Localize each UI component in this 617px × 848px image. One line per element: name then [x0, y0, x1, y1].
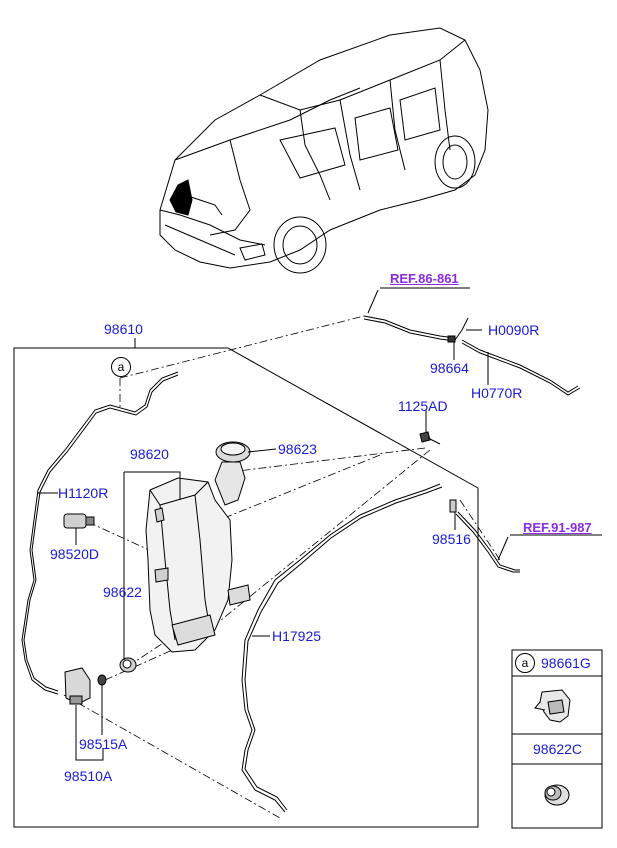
hose-lines — [21, 315, 581, 813]
part-label-98664: 98664 — [430, 360, 469, 376]
part-label-98516: 98516 — [432, 531, 471, 547]
part-label-1125ad: 1125AD — [398, 398, 448, 414]
grommet-98622 — [119, 657, 137, 673]
part-label-h17925: H17925 — [272, 628, 322, 644]
ref-91-987-link[interactable]: REF.91-987 — [523, 520, 592, 535]
part-label-98610: 98610 — [104, 321, 143, 337]
part-label-h1120r: H1120R — [58, 485, 109, 501]
pump-98510a — [64, 667, 91, 705]
part-label-98520d: 98520D — [50, 546, 100, 562]
clip-98661g-icon — [534, 689, 571, 723]
ref-86-861-link[interactable]: REF.86-861 — [390, 271, 459, 286]
part-label-98620: 98620 — [130, 446, 169, 462]
legend-part-98622c: 98622C — [533, 741, 583, 757]
part-label-98515a: 98515A — [79, 736, 128, 752]
dash-dot-leaders — [63, 315, 501, 819]
part-label-h0090r: H0090R — [488, 322, 540, 338]
pump-98520d — [63, 513, 95, 529]
part-label-98623: 98623 — [278, 441, 317, 457]
connector-98664 — [447, 335, 456, 343]
part-label-h0770r: H0770R — [471, 385, 523, 401]
bolt-1125ad — [419, 431, 441, 445]
legend-part-98661g: 98661G — [541, 655, 591, 671]
washer-reservoir — [145, 461, 251, 653]
legend-marker-a: a — [515, 653, 535, 673]
part-label-98510a: 98510A — [64, 768, 113, 784]
reservoir-cap — [215, 441, 251, 463]
grommet-98622c-icon — [544, 784, 570, 806]
label-leaders — [38, 287, 602, 761]
legend-box — [511, 649, 603, 829]
part-label-98622: 98622 — [103, 584, 142, 600]
callout-marker-a: a — [111, 357, 131, 377]
grommet-98515a — [97, 674, 107, 686]
vehicle-illustration — [159, 27, 489, 274]
check-valve-98516 — [449, 499, 457, 513]
system-boundary — [13, 347, 479, 828]
